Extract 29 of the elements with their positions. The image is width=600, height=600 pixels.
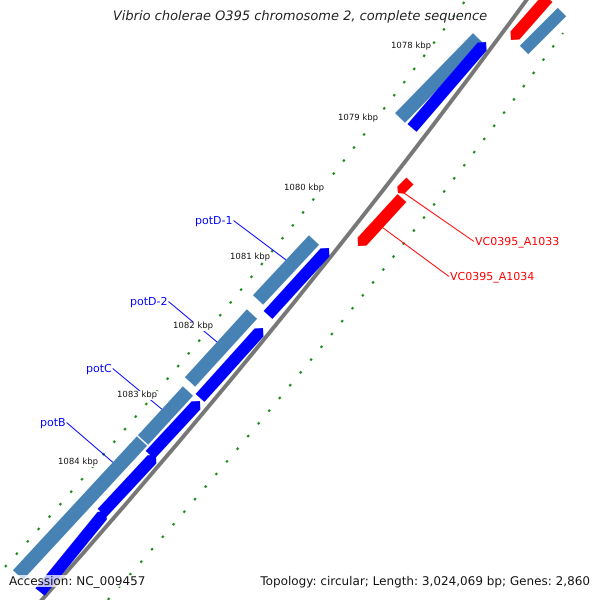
tick-label: 1081 kbp: [229, 253, 272, 262]
summary-text: Topology: circular; Length: 3,024,069 bp; Genes: 2,860: [260, 575, 590, 587]
gene-label: potD-1: [195, 215, 232, 226]
tick-label: 1082 kbp: [172, 322, 214, 330]
leader-line: [66, 422, 114, 463]
cds-feature: [196, 328, 264, 402]
tick-label: 1079 kbp: [337, 114, 380, 122]
gene-label: VC0395_A1033: [475, 236, 560, 247]
tick-label: 1078 kbp: [390, 42, 432, 50]
tick-label: 1084 kbp: [57, 458, 100, 466]
feature-bar: [252, 235, 320, 305]
gene-label: potC: [86, 363, 112, 374]
cds-feature: [146, 401, 200, 460]
gene-label: potD-2: [130, 296, 168, 307]
leader-line: [232, 220, 286, 260]
tick-label: 1080 kbp: [283, 184, 326, 192]
feature-bar: [397, 177, 414, 194]
feature-bar: [138, 386, 194, 445]
feature-bar: [520, 8, 566, 54]
cds-feature: [510, 0, 552, 40]
leader-line: [382, 227, 450, 277]
cds-feature: [98, 455, 156, 518]
accession-text: Accession: NC_009457: [9, 575, 146, 587]
gene-label: potB: [40, 417, 66, 428]
feature-bar: [358, 194, 406, 246]
map-title: Vibrio cholerae O395 chromosome 2, complete sequence: [112, 10, 488, 23]
gene-label: VC0395_A1034: [450, 271, 534, 282]
leader-line: [404, 192, 474, 242]
tick-label: 1083 kbp: [116, 391, 158, 400]
